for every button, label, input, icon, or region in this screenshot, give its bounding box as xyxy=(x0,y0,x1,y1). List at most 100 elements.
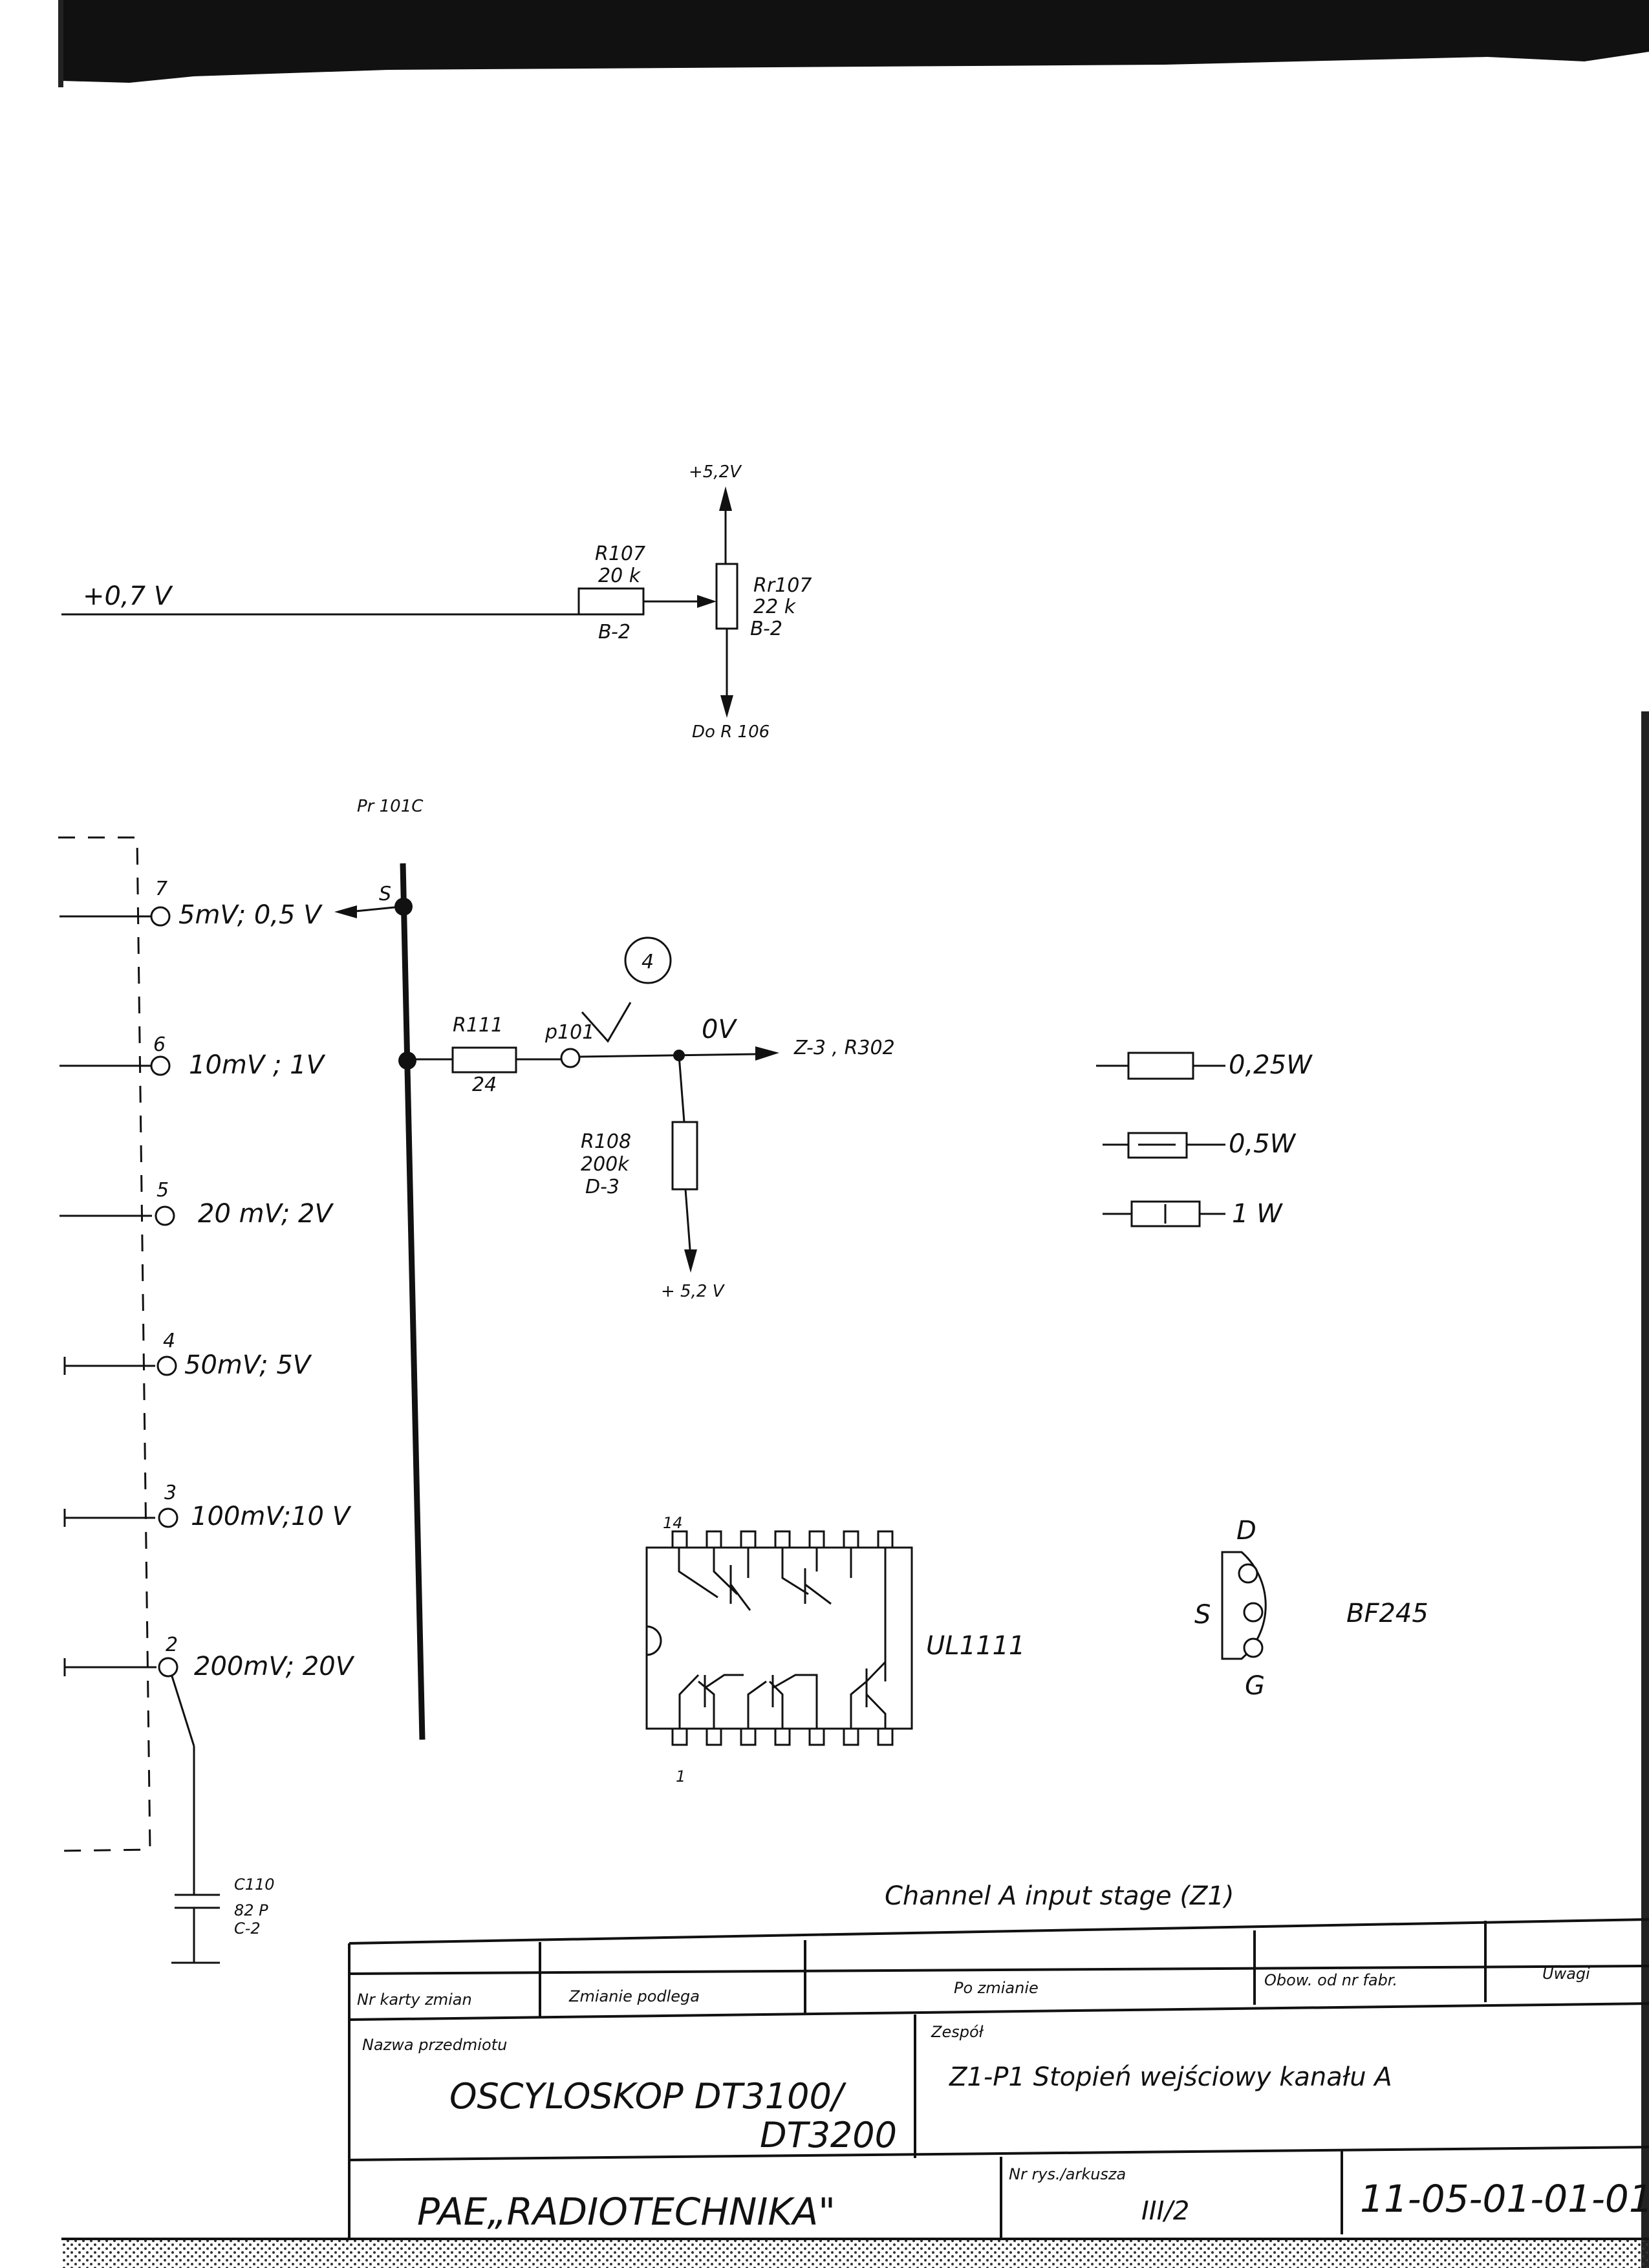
legend-025w-label: 0,25W xyxy=(1229,1050,1313,1080)
ic-bottom-pins xyxy=(671,1727,894,1746)
ic-name: UL1111 xyxy=(926,1631,1025,1661)
r107-name: R107 xyxy=(595,543,645,565)
ov-label: 0V xyxy=(702,1015,737,1044)
rr107-trimmer xyxy=(715,563,738,630)
rr107-to-label: Do R 106 xyxy=(692,722,770,742)
tb-nazwa-line1: OSCYLOSKOP DT3100/ xyxy=(449,2076,847,2117)
r111-name: R111 xyxy=(453,1014,503,1037)
output-label: Z-3 , R302 xyxy=(793,1037,895,1059)
switch-position-6: 6 10mV ; 1V xyxy=(59,1033,326,1080)
ic-pin1-label: 1 xyxy=(676,1767,685,1786)
switch-out-arrow-icon xyxy=(334,905,357,918)
bf245-fet: D S G BF245 xyxy=(1194,1516,1428,1701)
wiper-arrow-icon xyxy=(697,595,717,608)
range-switch: Pr 101C S 7 5mV; 0,5 V 6 10mV ; 1V 5 20 … xyxy=(58,797,426,1964)
position-2-label: 200mV; 20V xyxy=(194,1652,355,1681)
position-3-num: 3 xyxy=(164,1482,177,1504)
tb-nr-karty: Nr karty zmian xyxy=(357,1991,472,2009)
scan-border-top xyxy=(61,0,1649,83)
scan-border-right xyxy=(1641,711,1649,2268)
r108-ref: D-3 xyxy=(585,1176,620,1198)
switch-pole-label: S xyxy=(379,883,391,905)
fet-s-label: S xyxy=(1194,1600,1211,1630)
r108-value: 200k xyxy=(581,1153,630,1176)
switch-dashed-box xyxy=(58,836,151,1852)
arrow-up-icon xyxy=(719,486,732,511)
supply-07-label: +0,7 V xyxy=(83,581,173,611)
r111-value: 24 xyxy=(472,1074,497,1096)
scan-border-left xyxy=(58,0,63,87)
position-5-label: 20 mV; 2V xyxy=(198,1199,334,1229)
resistor-power-legend: 0,25W 0,5W 1 W xyxy=(1096,1050,1313,1229)
position-4-num: 4 xyxy=(163,1330,175,1352)
tb-po-zmianie: Po zmianie xyxy=(954,1979,1039,1997)
supply-trimmer-section: +5,2V +0,7 V R107 20 k B-2 Rr107 22 k B-… xyxy=(61,462,812,742)
fet-name: BF245 xyxy=(1346,1599,1428,1628)
r107-resistor xyxy=(577,587,645,616)
switch-position-7: 7 5mV; 0,5 V xyxy=(59,878,323,930)
legend-resistor-025w xyxy=(1127,1052,1194,1080)
switch-position-3: 3 100mV;10 V xyxy=(63,1482,352,1531)
fet-pin-s xyxy=(1243,1602,1264,1623)
ic-internal-transistors xyxy=(678,1548,887,1729)
fet-d-label: D xyxy=(1236,1516,1256,1546)
p101-testpoint xyxy=(560,1048,581,1068)
supply-bottom-label: + 5,2 V xyxy=(661,1282,726,1301)
tb-nr-rys-label: Nr rys./arkusza xyxy=(1009,2165,1126,2183)
ul1111-ic: 14 1 UL1111 xyxy=(645,1514,1025,1786)
position-6-label: 10mV ; 1V xyxy=(189,1050,326,1080)
arrow-down-icon xyxy=(720,695,733,718)
ic-body xyxy=(645,1546,913,1730)
switch-junction-dot xyxy=(398,1052,416,1070)
tb-obow: Obow. od nr fabr. xyxy=(1264,1971,1397,1989)
p101-label: p101 xyxy=(544,1021,594,1044)
r108-resistor xyxy=(671,1121,698,1191)
c110-capacitor: C110 82 P C-2 xyxy=(171,1875,275,1964)
ic-notch xyxy=(646,1625,662,1656)
tb-nazwa-label: Nazwa przedmiotu xyxy=(362,2036,507,2054)
switch-shaft xyxy=(400,863,426,1740)
r108-name: R108 xyxy=(581,1130,631,1153)
testpoint-circle xyxy=(624,936,672,984)
r107-value: 20 k xyxy=(598,565,641,587)
rr107-ref: B-2 xyxy=(750,618,782,640)
switch-position-4: 4 50mV; 5V xyxy=(63,1330,312,1380)
tb-zespol: Z1-P1 Stopień wejściowy kanału A xyxy=(949,2062,1392,2092)
c110-ref: C-2 xyxy=(234,1919,261,1938)
testpoint-pointer xyxy=(581,1002,632,1043)
rr107-value: 22 k xyxy=(753,596,797,618)
r108-arrow-icon xyxy=(684,1249,697,1273)
schematic-caption: Channel A input stage (Z1) xyxy=(885,1881,1234,1911)
position-4-label: 50mV; 5V xyxy=(184,1350,312,1380)
tb-zespol-label: Zespół xyxy=(931,2023,984,2041)
supply-top-label: +5,2V xyxy=(689,462,742,482)
fet-pin-d xyxy=(1238,1563,1258,1584)
position-2-num: 2 xyxy=(166,1634,178,1656)
tb-uwagi: Uwagi xyxy=(1542,1965,1590,1983)
switch-pole-dot xyxy=(394,898,413,916)
switch-position-5: 5 20 mV; 2V xyxy=(59,1179,334,1229)
output-arrow-icon xyxy=(755,1046,779,1061)
position-7-num: 7 xyxy=(155,878,167,900)
tb-nr-rys: III/2 xyxy=(1141,2196,1189,2226)
tb-nazwa-line2: DT3200 xyxy=(760,2115,897,2155)
position-5-num: 5 xyxy=(156,1179,169,1202)
ic-top-pins xyxy=(671,1530,894,1549)
c110-name: C110 xyxy=(234,1875,275,1894)
switch-name: Pr 101C xyxy=(357,797,424,816)
fet-g-label: G xyxy=(1245,1671,1265,1701)
position-6-num: 6 xyxy=(153,1033,166,1056)
fet-pin-g xyxy=(1243,1637,1264,1658)
output-network: R111 24 p101 Z-3 , R302 0V 4 R108 200k D… xyxy=(407,936,895,1301)
tb-company: PAE„RADIOTECHNIKA" xyxy=(417,2190,835,2234)
rr107-name: Rr107 xyxy=(753,574,812,597)
scan-border-bottom xyxy=(61,2239,1649,2268)
r107-ref: B-2 xyxy=(598,621,630,643)
testpoint-number: 4 xyxy=(641,951,654,973)
tb-zmianie: Zmianie podlega xyxy=(568,1987,700,2005)
legend-1w-label: 1 W xyxy=(1232,1199,1283,1229)
position-7-label: 5mV; 0,5 V xyxy=(178,900,323,930)
r111-resistor xyxy=(451,1046,517,1074)
title-block: Nr karty zmian Zmianie podlega Po zmiani… xyxy=(348,1918,1649,2239)
